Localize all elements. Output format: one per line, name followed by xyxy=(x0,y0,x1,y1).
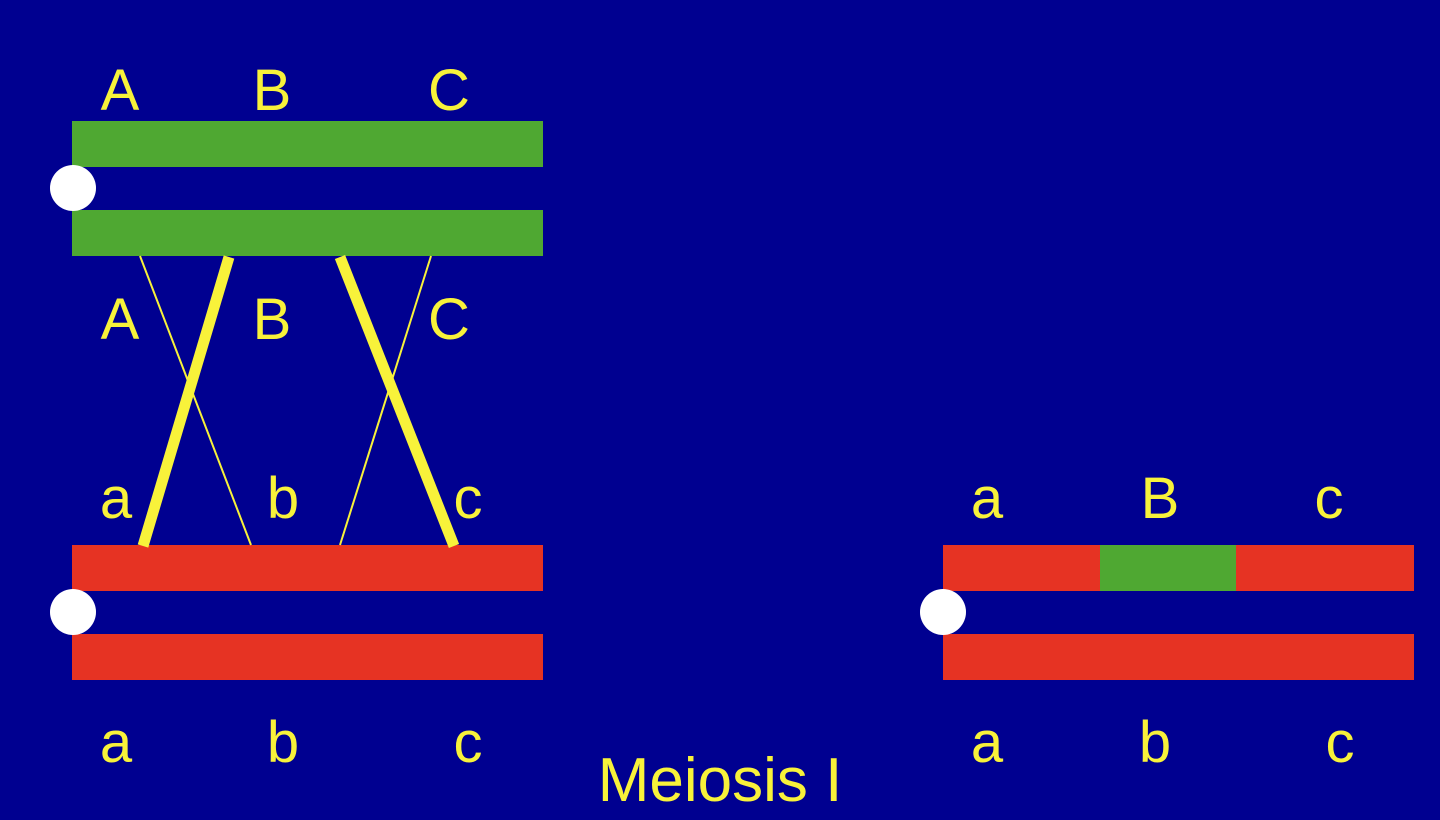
gene-label: b xyxy=(266,466,300,531)
recombinant-centromere xyxy=(920,589,966,635)
recombinant-chromatid-upper-left xyxy=(943,545,1100,591)
thick-crossover-line-1 xyxy=(137,255,235,548)
maternal-centromere xyxy=(50,165,96,211)
gene-label: B xyxy=(252,287,292,352)
recombinant-chromatid-upper-middle xyxy=(1100,545,1236,591)
thin-crossover-line-1 xyxy=(139,255,252,546)
gene-label: a xyxy=(99,466,133,531)
gene-label: c xyxy=(1314,466,1344,531)
gene-label: a xyxy=(970,710,1004,775)
thick-crossover-line-2 xyxy=(334,254,460,549)
gene-label: c xyxy=(453,710,483,775)
diagram-caption: Meiosis I xyxy=(597,746,843,815)
gene-label: A xyxy=(100,287,140,352)
gene-label: b xyxy=(266,710,300,775)
gene-label: C xyxy=(428,58,470,123)
recombinant-chromatid-lower xyxy=(943,634,1414,680)
gene-label: B xyxy=(1140,466,1180,531)
paternal-centromere xyxy=(50,589,96,635)
recombinant-chromatid-upper-right xyxy=(1236,545,1414,591)
paternal-chromatid-upper xyxy=(72,545,543,591)
maternal-chromatid-upper xyxy=(72,121,543,167)
gene-label: c xyxy=(1325,710,1355,775)
gene-label: B xyxy=(252,58,292,123)
gene-label: a xyxy=(970,466,1004,531)
thin-crossover-line-2 xyxy=(339,255,432,546)
gene-label: C xyxy=(428,287,470,352)
gene-label: a xyxy=(99,710,133,775)
gene-label: c xyxy=(453,466,483,531)
paternal-chromatid-lower xyxy=(72,634,543,680)
gene-label: b xyxy=(1138,710,1172,775)
maternal-chromatid-lower xyxy=(72,210,543,256)
gene-label: A xyxy=(100,58,140,123)
